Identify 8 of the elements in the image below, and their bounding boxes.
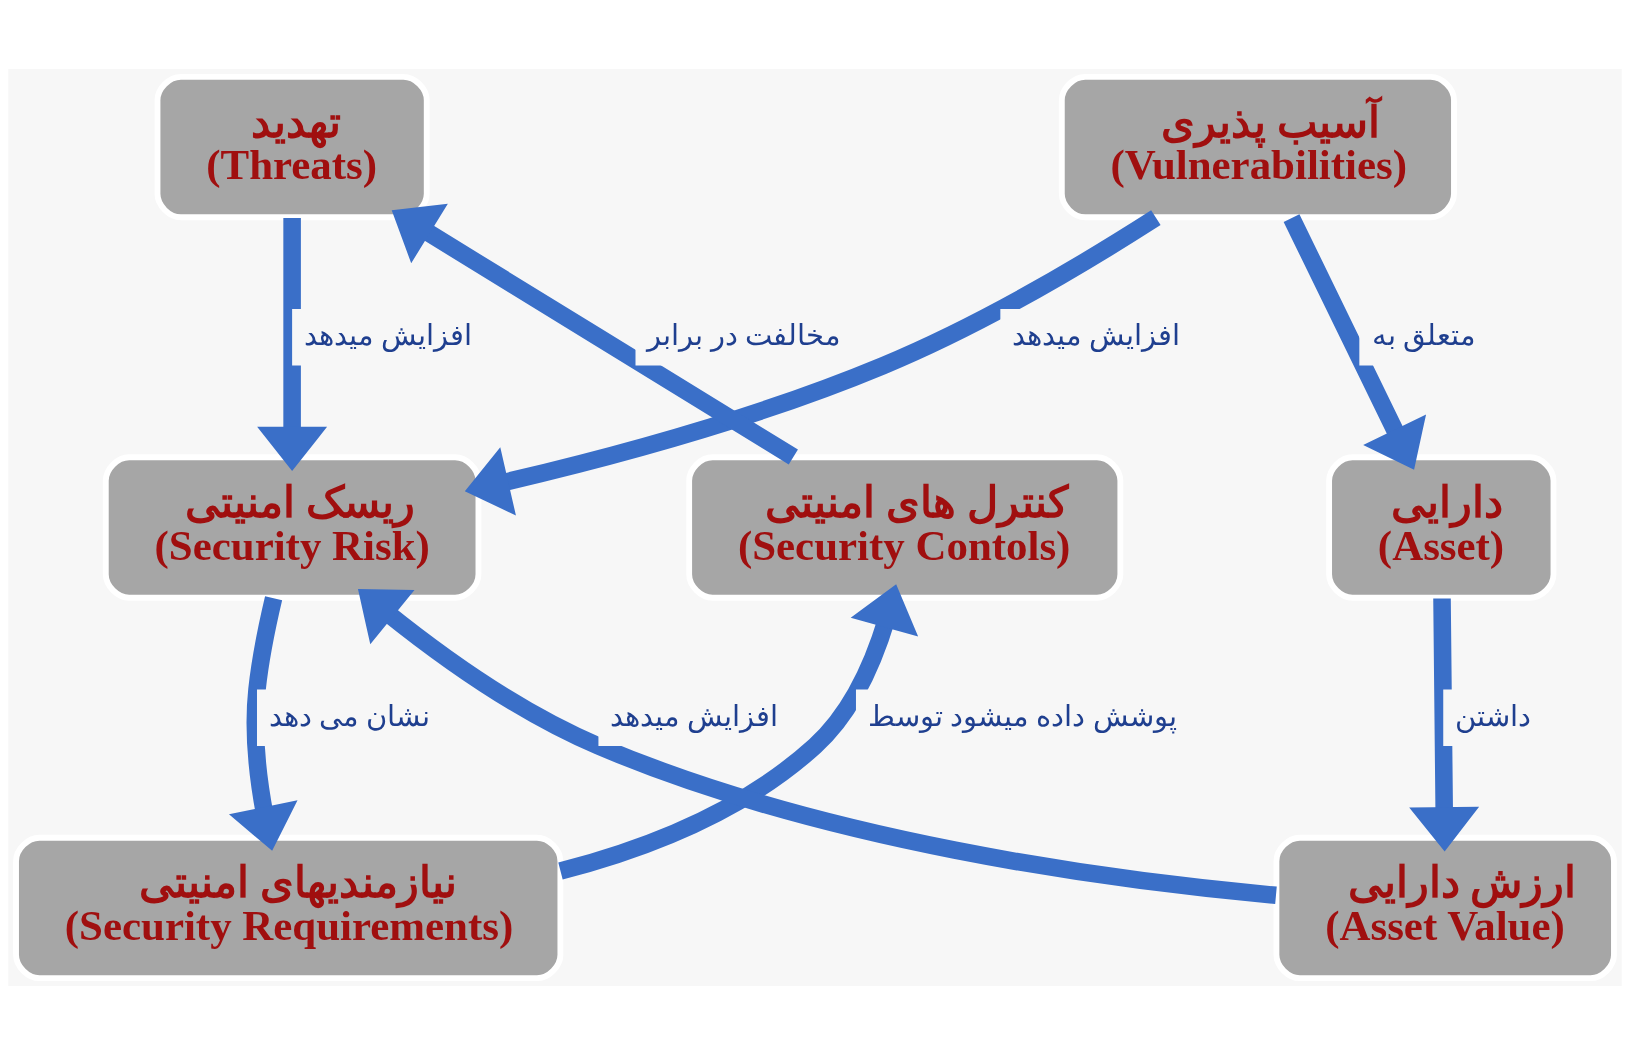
edge-label: افزایش میدهد — [303, 318, 473, 351]
edge-label: پوشش داده میشود توسط — [867, 699, 1177, 732]
edge-label: نشان می دهد — [268, 699, 431, 732]
edge-label: مخالفت در برابر — [647, 318, 841, 351]
edge-label: افزایش میدهد — [610, 699, 779, 732]
edge-label: داشتن — [1454, 699, 1531, 732]
edge-label: افزایش میدهد — [1012, 318, 1181, 351]
edge-label: متعلق به — [1372, 318, 1477, 351]
